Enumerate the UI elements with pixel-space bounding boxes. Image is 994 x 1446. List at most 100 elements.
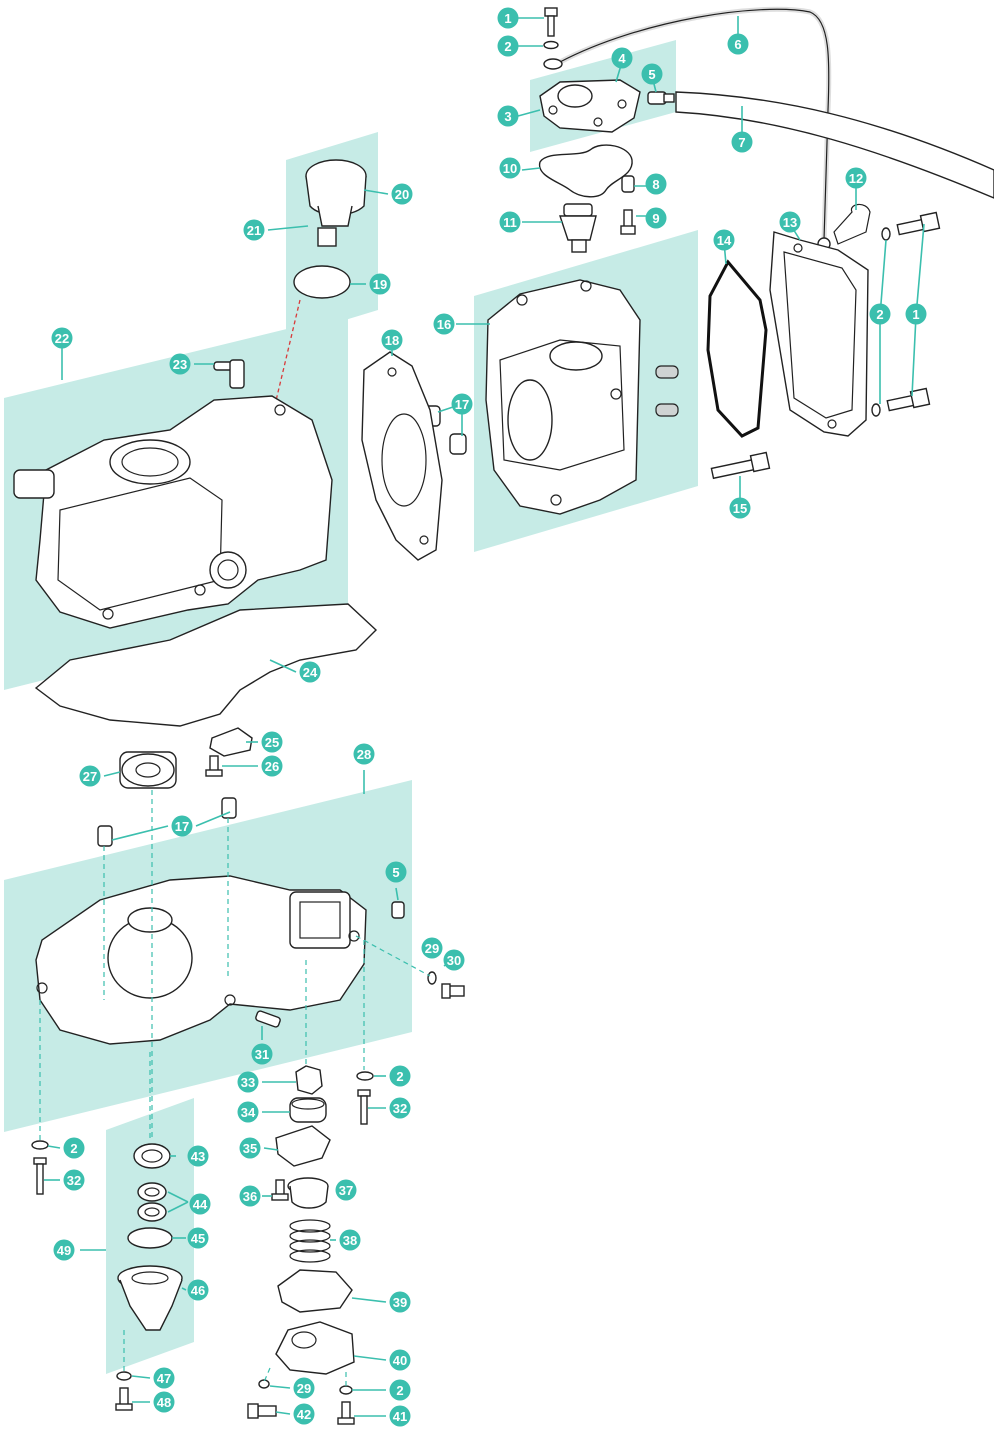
- callout-c11: 11: [499, 211, 521, 233]
- callout-c29a: 29: [421, 937, 443, 959]
- callout-number: 5: [648, 67, 655, 82]
- callout-circle: [153, 1367, 175, 1389]
- callout-number: 19: [373, 277, 387, 292]
- callout-circle: [243, 219, 265, 241]
- callout-c40: 40: [389, 1349, 411, 1371]
- callout-circle: [187, 1279, 209, 1301]
- ground-cable: [559, 8, 830, 241]
- water-hose: [675, 91, 994, 199]
- callout-circle: [905, 303, 927, 325]
- callout-c28: 28: [353, 743, 375, 765]
- callout-c33: 33: [237, 1071, 259, 1093]
- callout-circle: [389, 1291, 411, 1313]
- callout-circle: [499, 211, 521, 233]
- callout-circle: [389, 1065, 411, 1087]
- callout-number: 45: [191, 1231, 205, 1246]
- callout-circle: [731, 131, 753, 153]
- callout-c48: 48: [153, 1391, 175, 1413]
- callout-c46: 46: [187, 1279, 209, 1301]
- callout-number: 1: [912, 307, 919, 322]
- washer-29-top: [427, 971, 437, 985]
- callout-circle: [369, 273, 391, 295]
- callout-number: 28: [357, 747, 371, 762]
- callout-circle: [187, 1145, 209, 1167]
- callout-number: 17: [455, 397, 469, 412]
- callout-number: 23: [173, 357, 187, 372]
- callout-number: 2: [70, 1141, 77, 1156]
- callout-circle: [339, 1229, 361, 1251]
- callout-number: 32: [67, 1173, 81, 1188]
- callout-number: 46: [191, 1283, 205, 1298]
- callout-c3: 3: [497, 105, 519, 127]
- bush-34: [289, 1097, 327, 1123]
- cup-37: [287, 1177, 329, 1209]
- callout-circle: [63, 1137, 85, 1159]
- callout-circle: [389, 1405, 411, 1427]
- callout-number: 14: [717, 233, 732, 248]
- oil-seal-43: [133, 1143, 171, 1169]
- bolt-48: [115, 1387, 133, 1411]
- callout-c10: 10: [499, 157, 521, 179]
- washer-2-left: [31, 1140, 49, 1150]
- callout-circle: [497, 35, 519, 57]
- head-gasket: [361, 351, 443, 561]
- callout-circle: [251, 1043, 273, 1065]
- callout-number: 25: [265, 735, 279, 750]
- callout-c15: 15: [729, 497, 751, 519]
- callout-circle: [845, 167, 867, 189]
- callout-circle: [187, 1227, 209, 1249]
- callout-circle: [335, 1179, 357, 1201]
- bolt-1-top: [544, 7, 558, 37]
- callout-circle: [239, 1137, 261, 1159]
- callout-c42: 42: [293, 1403, 315, 1425]
- bolt-30: [441, 983, 465, 999]
- callout-c27: 27: [79, 765, 101, 787]
- callout-circle: [713, 229, 735, 251]
- callout-circle: [299, 661, 321, 683]
- callout-circle: [261, 755, 283, 777]
- cable-terminal-top: [543, 58, 563, 70]
- callout-circle: [239, 1185, 261, 1207]
- callout-c5a: 5: [641, 63, 663, 85]
- cable-clamp: [833, 203, 871, 245]
- callout-c2e: 2: [389, 1379, 411, 1401]
- callout-circle: [261, 731, 283, 753]
- callout-number: 4: [618, 51, 626, 66]
- callout-circle: [497, 7, 519, 29]
- callout-c34: 34: [237, 1101, 259, 1123]
- cover-gasket: [706, 259, 768, 438]
- callout-c44: 44: [189, 1193, 211, 1215]
- callout-c7: 7: [731, 131, 753, 153]
- plate-25: [209, 727, 253, 757]
- o-ring-19: [293, 265, 351, 299]
- gasket-39: [277, 1269, 353, 1313]
- callout-c21: 21: [243, 219, 265, 241]
- callout-number: 17: [175, 819, 189, 834]
- o-ring-45: [127, 1227, 173, 1249]
- callout-circle: [51, 327, 73, 349]
- callout-c6: 6: [727, 33, 749, 55]
- callout-c2d: 2: [63, 1137, 85, 1159]
- callout-circle: [381, 329, 403, 351]
- callout-circle: [389, 1379, 411, 1401]
- callout-number: 20: [395, 187, 409, 202]
- callout-c36: 36: [239, 1185, 261, 1207]
- callout-circle: [443, 949, 465, 971]
- callout-c32a: 32: [389, 1097, 411, 1119]
- washer-2-bottom-right: [339, 1385, 353, 1395]
- callout-circle: [611, 47, 633, 69]
- bolt-42: [247, 1403, 277, 1419]
- callout-c19: 19: [369, 273, 391, 295]
- callout-c1b: 1: [905, 303, 927, 325]
- cylinder-block: [13, 395, 333, 629]
- callout-number: 38: [343, 1233, 357, 1248]
- callout-number: 44: [193, 1197, 208, 1212]
- callout-c20: 20: [391, 183, 413, 205]
- callout-number: 8: [652, 177, 659, 192]
- callout-number: 7: [738, 135, 745, 150]
- callout-c17a: 17: [451, 393, 473, 415]
- hose-fitting-5: [647, 91, 675, 105]
- callout-c4: 4: [611, 47, 633, 69]
- callout-c14: 14: [713, 229, 735, 251]
